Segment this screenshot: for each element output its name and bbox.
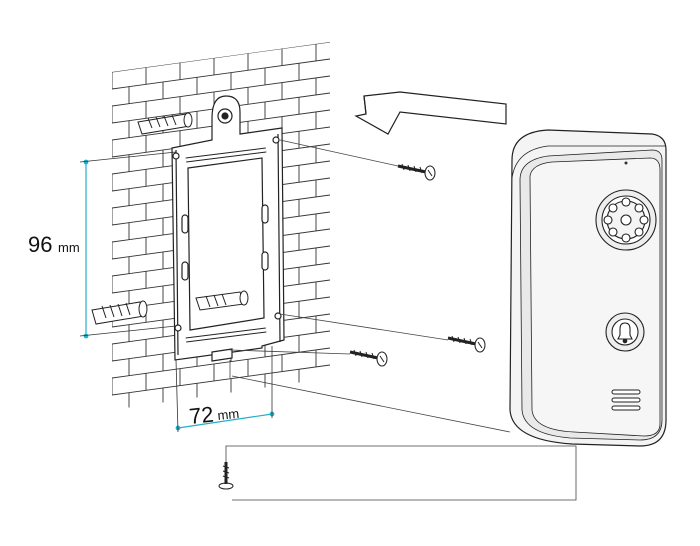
screw (447, 335, 486, 353)
height-unit: mm (58, 240, 80, 255)
screw (349, 349, 388, 367)
height-dimension: 96 mm (28, 151, 177, 339)
wall-plug (91, 300, 148, 325)
wall-plug (195, 290, 249, 311)
alignment-lines (225, 139, 577, 501)
brick-course-line (112, 75, 330, 107)
bell-icon (617, 322, 633, 340)
speaker-grille (611, 389, 641, 411)
bottom-set-screw (218, 462, 234, 490)
camera-lens (595, 189, 657, 251)
height-value: 96 (28, 232, 52, 257)
brick-course-line (112, 347, 330, 379)
brick-course-line (112, 364, 330, 396)
width-value: 72 (188, 402, 215, 429)
call-button (605, 312, 645, 352)
brick-course-line (112, 58, 330, 90)
wall-plug (137, 112, 193, 135)
direction-arrow (354, 91, 507, 135)
width-dimension: 72 mm (175, 346, 275, 433)
mounting-bracket (171, 95, 285, 362)
doorbell-unit (509, 129, 667, 447)
width-unit: mm (217, 406, 240, 423)
screw (397, 163, 436, 181)
